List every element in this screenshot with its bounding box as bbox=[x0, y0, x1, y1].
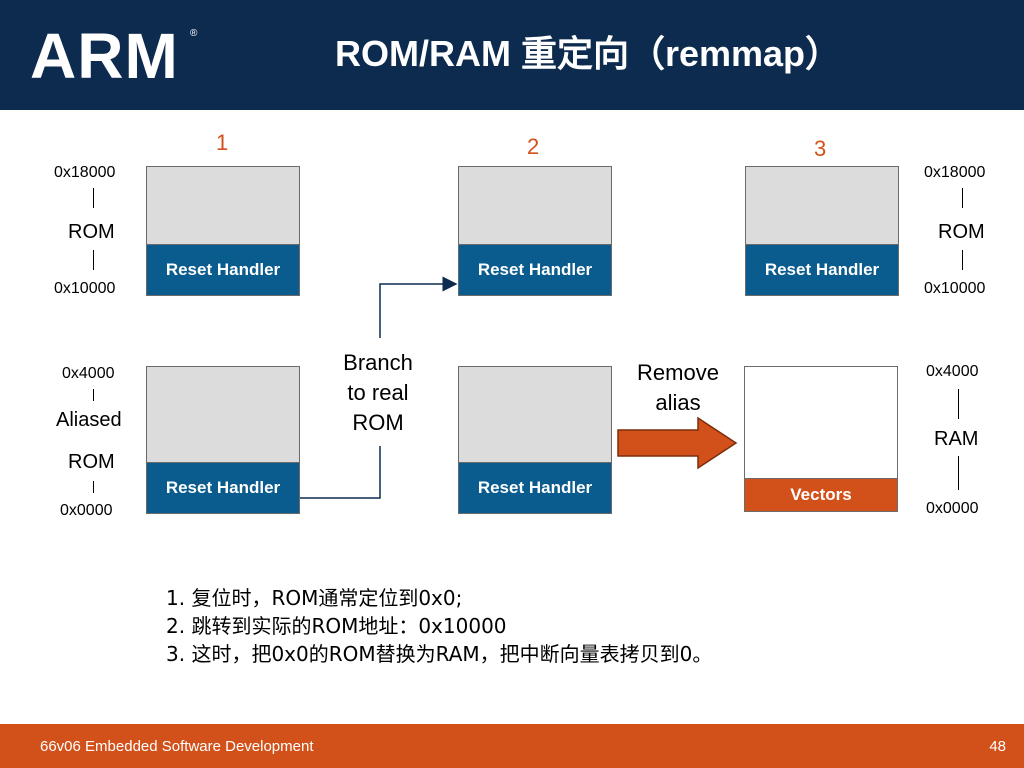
left-rom-line-bottom bbox=[93, 250, 94, 270]
stage-number-2: 2 bbox=[527, 134, 540, 159]
left-alias-line-top bbox=[93, 389, 94, 401]
footer-course: 66v06 Embedded Software Development bbox=[40, 738, 314, 755]
branch-note-line-3: ROM bbox=[352, 410, 404, 435]
stage3-rom-block: Reset Handler bbox=[745, 166, 899, 296]
right-addr-0x0000: 0x0000 bbox=[926, 500, 979, 517]
branch-connector-lower bbox=[300, 446, 381, 499]
remove-alias-note: Remove alias bbox=[628, 358, 728, 418]
left-addr-0x18000: 0x18000 bbox=[54, 164, 116, 181]
stage1-rom-block: Reset Handler bbox=[146, 166, 300, 296]
stage2-rom-block: Reset Handler bbox=[458, 166, 612, 296]
footer-bar: 66v06 Embedded Software Development 48 bbox=[0, 724, 1024, 768]
stage2-alias-reset-handler: Reset Handler bbox=[458, 462, 612, 514]
stage2-alias-block: Reset Handler bbox=[458, 366, 612, 514]
right-addr-0x18000: 0x18000 bbox=[924, 164, 986, 181]
branch-connector-upper bbox=[379, 276, 458, 338]
left-rom-label: ROM bbox=[68, 221, 115, 243]
right-ram-label: RAM bbox=[934, 428, 979, 450]
branch-note-line-1: Branch bbox=[343, 350, 413, 375]
right-addr-0x10000: 0x10000 bbox=[924, 280, 986, 297]
step-list: 1. 复位时，ROM通常定位到0x0; 2. 跳转到实际的ROM地址：0x100… bbox=[166, 584, 712, 668]
stage-number-1: 1 bbox=[216, 130, 229, 155]
right-addr-0x4000: 0x4000 bbox=[926, 363, 979, 380]
stage2-rom-reset-handler: Reset Handler bbox=[458, 244, 612, 296]
stage3-rom-reset-handler: Reset Handler bbox=[745, 244, 899, 296]
step-1: 1. 复位时，ROM通常定位到0x0; bbox=[166, 586, 463, 610]
left-aliased-rom-label: ROM bbox=[68, 451, 115, 473]
right-ram-line-bottom bbox=[958, 456, 959, 490]
stage3-ram-block: Vectors bbox=[744, 366, 898, 512]
right-rom-line-bottom bbox=[962, 250, 963, 270]
left-addr-0x0000: 0x0000 bbox=[60, 502, 113, 519]
branch-note: Branch to real ROM bbox=[328, 348, 428, 438]
right-rom-line-top bbox=[962, 188, 963, 208]
right-ram-line-top bbox=[958, 389, 959, 419]
step-3: 3. 这时，把0x0的ROM替换为RAM，把中断向量表拷贝到0。 bbox=[166, 642, 713, 666]
left-addr-0x4000: 0x4000 bbox=[62, 365, 115, 382]
stage1-alias-reset-handler: Reset Handler bbox=[146, 462, 300, 514]
footer-page-number: 48 bbox=[989, 738, 1006, 755]
remove-note-line-2: alias bbox=[655, 390, 701, 415]
left-alias-line-bottom bbox=[93, 481, 94, 493]
left-aliased-label: Aliased bbox=[56, 409, 122, 431]
remove-note-line-1: Remove bbox=[637, 360, 719, 385]
arm-logo: ARM bbox=[30, 20, 179, 92]
left-addr-0x10000: 0x10000 bbox=[54, 280, 116, 297]
remove-alias-arrow bbox=[617, 416, 738, 470]
stage1-alias-block: Reset Handler bbox=[146, 366, 300, 514]
slide-title: ROM/RAM 重定向（remmap） bbox=[335, 33, 842, 74]
stage1-rom-reset-handler: Reset Handler bbox=[146, 244, 300, 296]
stage-number-3: 3 bbox=[814, 136, 827, 161]
branch-note-line-2: to real bbox=[347, 380, 409, 405]
step-2: 2. 跳转到实际的ROM地址：0x10000 bbox=[166, 614, 507, 638]
registered-mark: ® bbox=[190, 28, 198, 39]
stage3-vectors: Vectors bbox=[744, 478, 898, 512]
header-bar: ARM ® ROM/RAM 重定向（remmap） bbox=[0, 0, 1024, 110]
left-rom-line-top bbox=[93, 188, 94, 208]
right-rom-label: ROM bbox=[938, 221, 985, 243]
